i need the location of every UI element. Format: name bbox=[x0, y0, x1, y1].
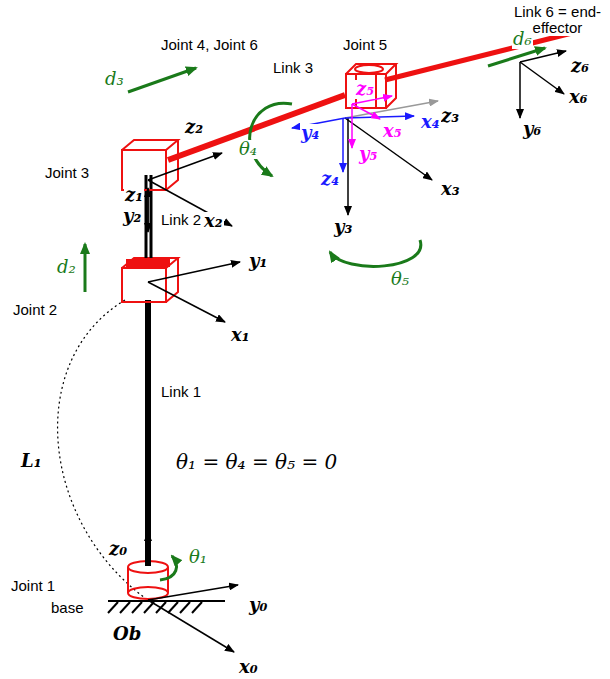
drawing-part bbox=[122, 268, 166, 302]
part-name: Joint 3 bbox=[44, 165, 90, 181]
axis-label: y₄ bbox=[300, 124, 320, 143]
axis-label: y₅ bbox=[358, 145, 378, 164]
axis-label: z₂ bbox=[184, 118, 204, 137]
frame-1-2 bbox=[148, 153, 240, 322]
drawing-part bbox=[351, 104, 353, 148]
joint-2 bbox=[122, 258, 178, 302]
part-name: Joint 2 bbox=[12, 302, 58, 318]
frame-0 bbox=[148, 532, 238, 652]
drawing-part bbox=[375, 74, 377, 108]
axis-label: y₆ bbox=[522, 120, 542, 139]
drawing-part bbox=[122, 258, 178, 268]
axis-label: y₃ bbox=[333, 218, 353, 237]
axis-label: x₅ bbox=[382, 122, 403, 141]
drawing-part bbox=[345, 118, 432, 180]
axis-label: z₀ bbox=[108, 540, 128, 559]
configuration-note: θ₁ = θ₄ = θ₅ = 0 bbox=[175, 452, 338, 473]
drawing-part bbox=[386, 64, 396, 108]
drawing-part bbox=[167, 567, 169, 593]
joint-variable: d₆ bbox=[512, 30, 533, 49]
link-2 bbox=[145, 175, 148, 258]
drawing-part bbox=[148, 585, 238, 600]
axis-label: x₆ bbox=[568, 88, 589, 107]
axis-label: z₁ bbox=[124, 186, 144, 205]
frame-4 bbox=[292, 116, 414, 172]
length-curve bbox=[58, 300, 145, 598]
frame-6 bbox=[520, 51, 566, 118]
part-name: base bbox=[50, 600, 85, 616]
drawing-part bbox=[122, 150, 166, 190]
joint-variable: θ₅ bbox=[390, 270, 410, 289]
drawing-part bbox=[108, 602, 118, 613]
origin-label: Ob bbox=[112, 625, 142, 644]
part-name: Joint 5 bbox=[342, 37, 388, 53]
drawing-part bbox=[519, 62, 521, 118]
axis-label: z₆ bbox=[570, 57, 590, 76]
drawing-part bbox=[84, 244, 87, 292]
drawing-part bbox=[132, 602, 142, 613]
drawing-part bbox=[166, 140, 178, 190]
part-name: Link 1 bbox=[160, 384, 202, 400]
link-2 bbox=[150, 175, 153, 258]
drawing-part bbox=[168, 602, 178, 613]
drawing-part bbox=[330, 240, 421, 266]
axis-label: y₀ bbox=[248, 596, 268, 615]
drawing-part bbox=[148, 153, 222, 180]
part-name: Link 3 bbox=[272, 60, 314, 76]
joint-5 bbox=[346, 64, 396, 108]
axis-label: y₁ bbox=[248, 252, 268, 271]
link-3 bbox=[168, 95, 345, 160]
part-name: Link 2 bbox=[160, 212, 202, 228]
drawing-part bbox=[148, 262, 240, 282]
drawing-part bbox=[346, 64, 396, 74]
drawing-part bbox=[148, 600, 234, 652]
joint-variable: d₂ bbox=[56, 258, 77, 277]
drawing-part bbox=[147, 532, 149, 566]
drawing-part bbox=[346, 74, 386, 108]
drawing-part bbox=[352, 104, 380, 119]
axis-label: z₃ bbox=[440, 107, 460, 126]
drawing-part bbox=[342, 118, 344, 172]
axis-label: x₂ bbox=[203, 212, 224, 231]
drawing-part bbox=[127, 567, 129, 593]
drawing-part bbox=[126, 259, 170, 267]
drawing-part bbox=[347, 118, 349, 215]
drawing-part bbox=[128, 68, 196, 92]
link-1 bbox=[145, 300, 151, 566]
drawing-part bbox=[122, 140, 178, 150]
drawing-part bbox=[345, 116, 414, 118]
dimension-label: L₁ bbox=[20, 452, 43, 471]
axis-label: z₄ bbox=[320, 170, 340, 189]
part-name: Joint 1 bbox=[10, 578, 56, 594]
drawing-part bbox=[148, 282, 225, 322]
joint-variable: θ₄ bbox=[238, 140, 258, 159]
drawing-part bbox=[160, 556, 176, 580]
drawing-part bbox=[488, 48, 545, 66]
drawing-part bbox=[120, 602, 130, 613]
axis-label: x₃ bbox=[440, 180, 461, 199]
drawing-part bbox=[520, 62, 564, 94]
drawing-part bbox=[144, 602, 154, 613]
axis-label: x₀ bbox=[238, 658, 259, 677]
axis-label: x₄ bbox=[420, 113, 441, 132]
drawing-part bbox=[147, 195, 149, 232]
axis-label: x₁ bbox=[230, 326, 251, 345]
joint-variable: θ₁ bbox=[188, 548, 208, 567]
motion-arrows bbox=[85, 48, 545, 580]
drawing-part bbox=[192, 602, 202, 613]
axis-label: y₂ bbox=[122, 207, 142, 226]
axis-label: z₅ bbox=[355, 80, 375, 99]
part-name: Joint 4, Joint 6 bbox=[160, 37, 259, 53]
joint-variable: d₃ bbox=[104, 70, 125, 89]
drawing-part bbox=[180, 602, 190, 613]
joint-3 bbox=[122, 140, 178, 190]
drawing-part bbox=[355, 65, 383, 73]
drawing-part bbox=[108, 600, 225, 602]
